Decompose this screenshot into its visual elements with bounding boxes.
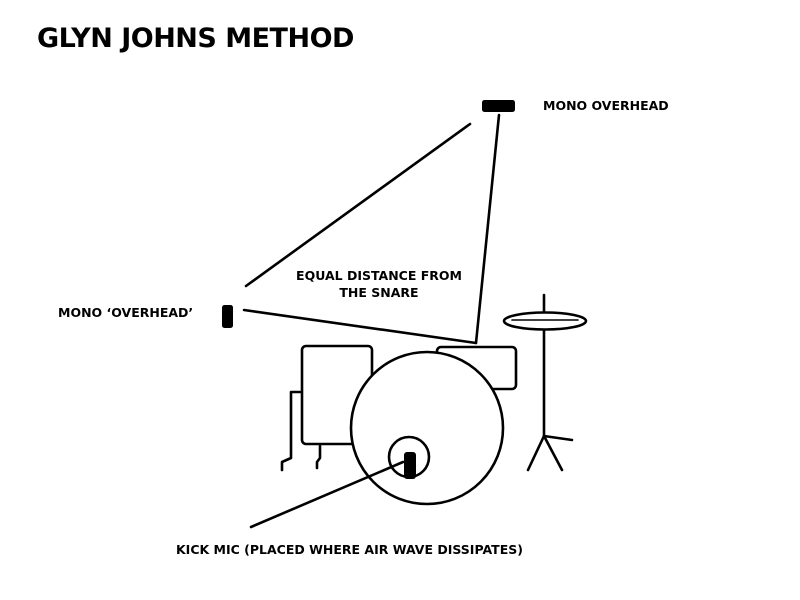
kick-drum <box>349 350 505 506</box>
equal-distance-label: EQUAL DISTANCE FROM THE SNARE <box>290 267 468 301</box>
kick-mic-icon <box>404 452 416 479</box>
equal-distance-label-line1: EQUAL DISTANCE FROM <box>296 268 462 283</box>
side-overhead-label: MONO ‘OVERHEAD’ <box>58 305 194 320</box>
diagram-title: GLYN JOHNS METHOD <box>37 23 354 54</box>
tom-legs <box>280 390 322 472</box>
cymbal <box>502 311 588 331</box>
side-overhead-mic-icon <box>222 305 233 328</box>
mono-overhead-label: MONO OVERHEAD <box>543 98 669 113</box>
mono-overhead-mic-icon <box>482 100 515 112</box>
kick-mic-label: KICK MIC (PLACED WHERE AIR WAVE DISSIPAT… <box>176 542 523 557</box>
distance-lines <box>242 113 501 529</box>
equal-distance-label-line2: THE SNARE <box>339 285 419 300</box>
